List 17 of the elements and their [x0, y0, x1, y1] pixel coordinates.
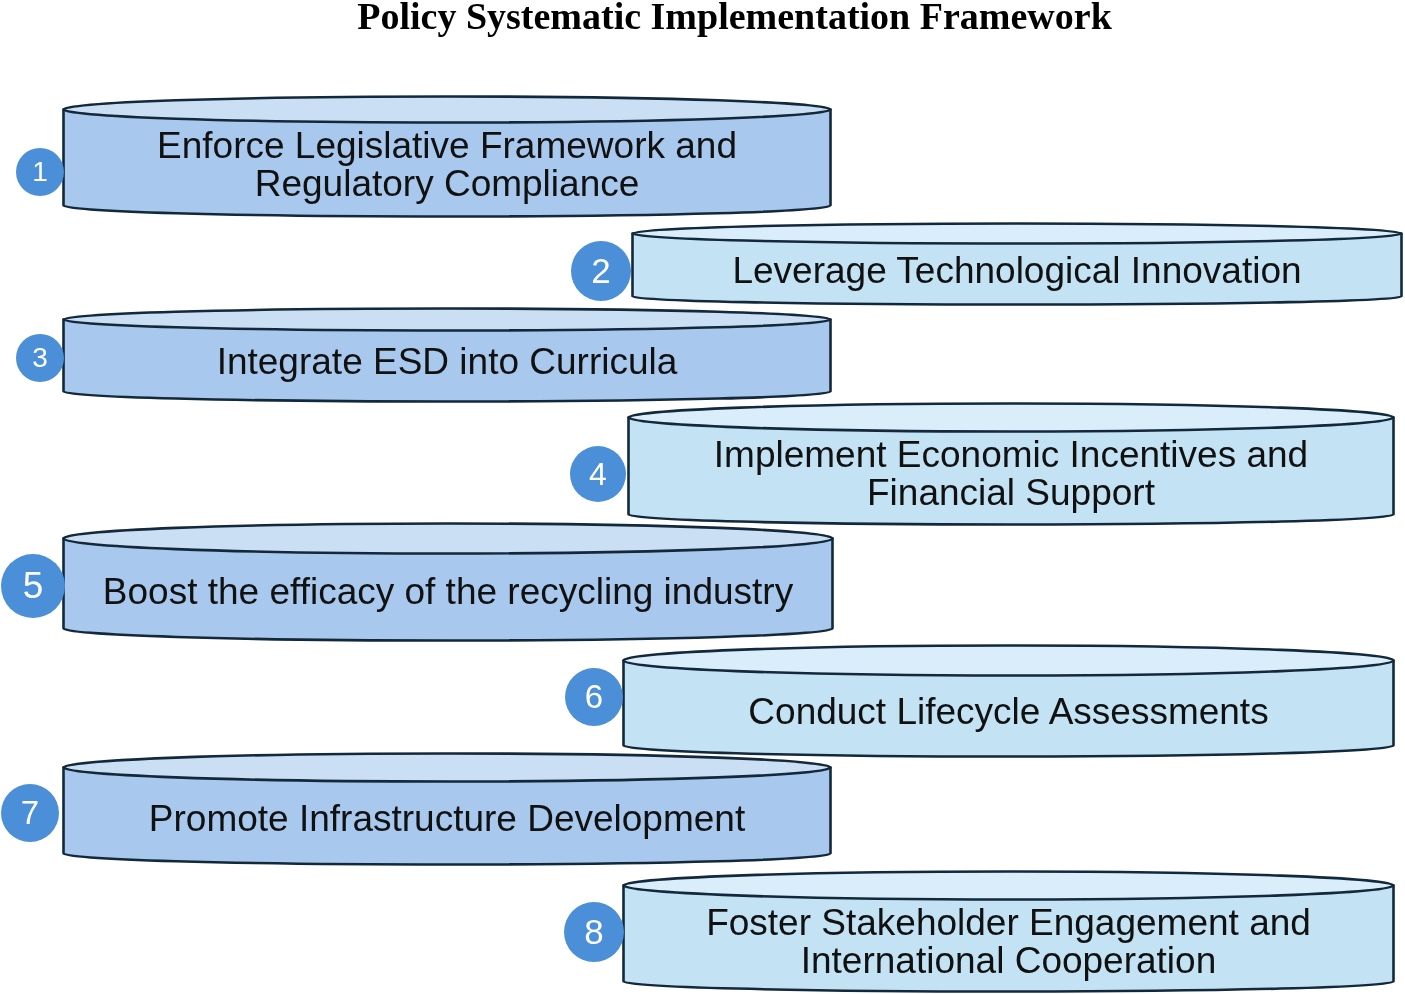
diagram-title: Policy Systematic Implementation Framework: [357, 0, 1112, 38]
step-number-circle: 4: [570, 446, 626, 502]
step-label: Enforce Legislative Framework and Regulatory Compliance: [156, 127, 738, 203]
step-label: Foster Stakeholder Engagement and International Cooperation: [705, 903, 1312, 980]
step-label: Promote Infrastructure Development: [148, 799, 746, 838]
step-label: Implement Economic Incentives and Financial Support: [712, 436, 1310, 512]
step-number-circle: 5: [1, 554, 65, 618]
step-number-circle: 8: [564, 902, 624, 962]
step-number-circle: 7: [1, 784, 59, 842]
step-label: Conduct Lifecycle Assessments: [748, 692, 1269, 731]
step-label: Leverage Technological Innovation: [732, 252, 1302, 290]
step-number-circle: 1: [16, 148, 64, 196]
step-number-circle: 6: [565, 668, 623, 726]
step-number-circle: 2: [571, 241, 631, 301]
step-number-circle: 3: [16, 334, 64, 382]
step-label: Boost the efficacy of the recycling industry: [102, 573, 794, 611]
step-label: Integrate ESD into Curricula: [216, 343, 678, 381]
